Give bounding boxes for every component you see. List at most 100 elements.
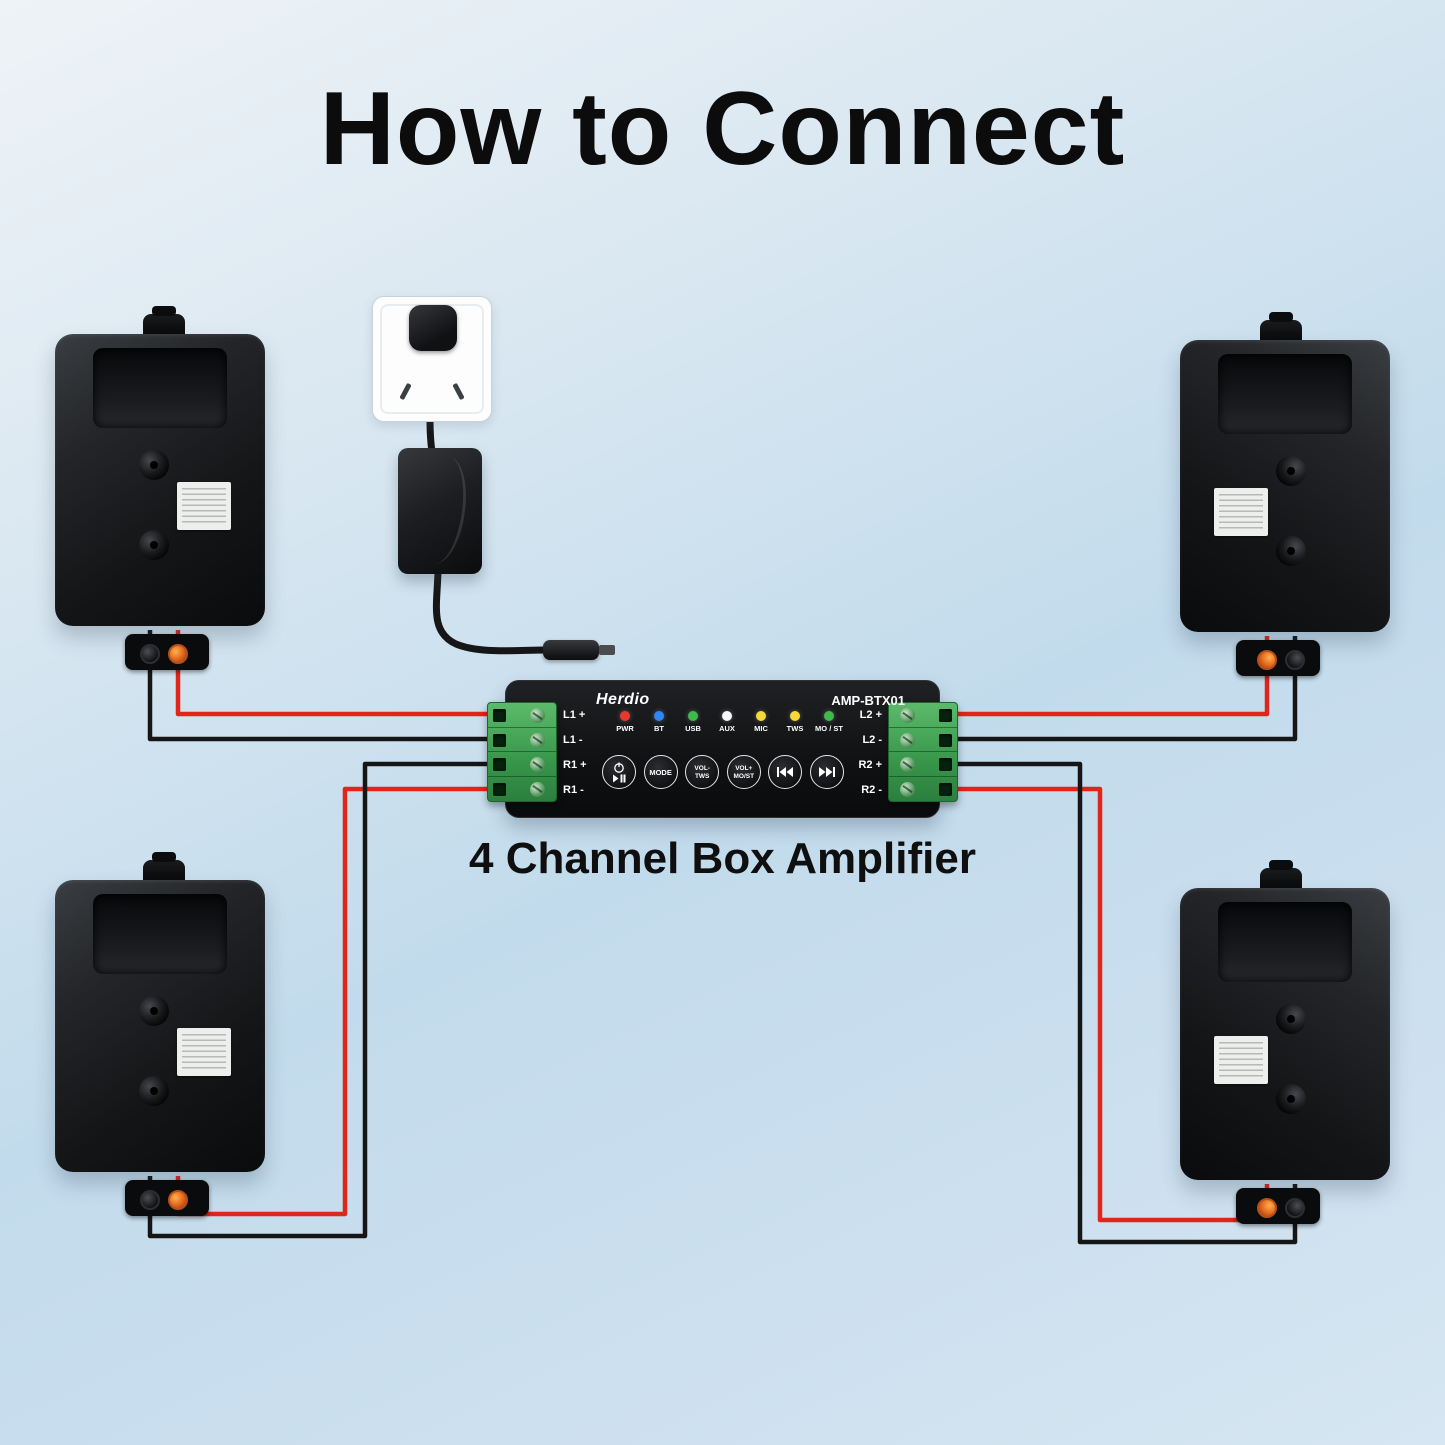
terminal-slot [889, 752, 957, 777]
next-track-icon [818, 767, 835, 777]
spec-label [177, 1028, 231, 1076]
aux-led-icon [722, 711, 732, 721]
terminal-screw-icon [530, 757, 545, 772]
terminal-slot [488, 752, 556, 777]
terminal-label: R1 - [563, 784, 584, 796]
positive-binding-post [1257, 650, 1277, 670]
tws-led-icon [790, 711, 800, 721]
dc-connector-tip [599, 645, 615, 655]
play-pause-icon [613, 774, 626, 782]
terminal-panel [1236, 1188, 1320, 1224]
control-button-row: MODE VOL- TWS VOL+ MO/ST [602, 755, 844, 789]
terminal-screw-icon [530, 732, 545, 748]
speaker-top-right [1180, 318, 1390, 676]
wall-outlet [372, 296, 492, 422]
speaker-body [1180, 888, 1390, 1224]
power-play-button[interactable] [602, 755, 636, 789]
spec-label [1214, 488, 1268, 536]
terminal-slot [889, 703, 957, 728]
speaker-terminal-block-left [487, 702, 557, 802]
led-bt: BT [642, 711, 676, 733]
terminal-slot [889, 777, 957, 802]
model-number: AMP-BTX01 [831, 693, 905, 708]
speaker-top-left [55, 306, 265, 670]
power-plug [409, 305, 457, 351]
led-pwr: PWR [608, 711, 642, 733]
wire-bottom-left-negative [147, 761, 492, 1239]
terminal-slot [488, 777, 556, 802]
power-cable-adapter-to-amplifier [432, 568, 550, 655]
amplifier-caption: 4 Channel Box Amplifier [469, 834, 976, 883]
next-track-button[interactable] [809, 755, 844, 789]
wire-hole-icon [493, 758, 506, 771]
negative-binding-post [140, 644, 160, 664]
speaker-body [1180, 340, 1390, 676]
terminal-labels-left: L1 + L1 - R1 + R1 - [563, 703, 587, 803]
terminal-panel [125, 634, 209, 670]
led-mo-st: MO / ST [812, 711, 846, 733]
negative-binding-post [140, 1190, 160, 1210]
keyhole-mount-icon [139, 450, 169, 480]
wall-bracket [1218, 354, 1352, 434]
wall-bracket [1218, 902, 1352, 982]
terminal-label: L2 + [859, 709, 882, 721]
keyhole-mount-icon [139, 530, 169, 560]
wire-hole-icon [493, 709, 506, 722]
amplifier: L1 + L1 - R1 + R1 - L2 + L2 - R2 + R2 - … [487, 680, 958, 818]
terminal-slot [889, 728, 957, 752]
volume-up-mo-st-button[interactable]: VOL+ MO/ST [726, 755, 761, 789]
speaker-body [55, 880, 265, 1216]
terminal-label: R1 + [563, 759, 587, 771]
previous-track-icon [777, 767, 794, 777]
power-adapter [398, 448, 482, 574]
pwr-led-icon [620, 711, 630, 721]
wire-hole-icon [493, 782, 506, 796]
terminal-screw-icon [900, 781, 915, 797]
led-usb: USB [676, 711, 710, 733]
wire-hole-icon [939, 758, 952, 771]
page-title: How to Connect [319, 71, 1126, 187]
terminal-panel [1236, 640, 1320, 676]
negative-binding-post [1285, 1198, 1305, 1218]
speaker-terminal-block-right [888, 702, 958, 802]
led-mic: MIC [744, 711, 778, 733]
keyhole-mount-icon [1276, 1004, 1306, 1034]
terminal-slot [488, 703, 556, 728]
speaker-bottom-right [1180, 866, 1390, 1224]
led-tws: TWS [778, 711, 812, 733]
terminal-label: R2 - [861, 784, 882, 796]
positive-binding-post [168, 644, 188, 664]
spec-label [177, 482, 231, 530]
terminal-slot [488, 728, 556, 752]
brand-name: Herdio [596, 691, 650, 708]
led-aux: AUX [710, 711, 744, 733]
mode-button[interactable]: MODE [643, 755, 678, 789]
positive-binding-post [168, 1190, 188, 1210]
outlet-slot-right [452, 382, 465, 401]
terminal-screw-icon [900, 732, 915, 748]
usb-led-icon [688, 711, 698, 721]
wall-bracket [93, 348, 227, 428]
power-icon [614, 762, 624, 773]
mo-st-led-icon [824, 711, 834, 721]
speaker-bottom-left [55, 852, 265, 1216]
speaker-body [55, 334, 265, 670]
keyhole-mount-icon [139, 1076, 169, 1106]
terminal-screw-icon [530, 781, 545, 797]
dc-barrel-connector [543, 640, 599, 660]
terminal-screw-icon [900, 757, 915, 772]
terminal-screw-icon [900, 708, 915, 723]
wire-hole-icon [493, 733, 506, 747]
wire-hole-icon [939, 733, 952, 747]
mic-led-icon [756, 711, 766, 721]
outlet-slot-left [399, 382, 412, 401]
keyhole-mount-icon [1276, 456, 1306, 486]
volume-down-tws-button[interactable]: VOL- TWS [685, 755, 720, 789]
terminal-label: L1 - [563, 734, 583, 746]
terminal-label: L1 + [563, 709, 586, 721]
keyhole-mount-icon [139, 996, 169, 1026]
led-indicator-row: PWR BT USB AUX MIC TWS MO / ST [608, 711, 846, 733]
wire-hole-icon [939, 782, 952, 796]
previous-track-button[interactable] [768, 755, 803, 789]
terminal-panel [125, 1180, 209, 1216]
